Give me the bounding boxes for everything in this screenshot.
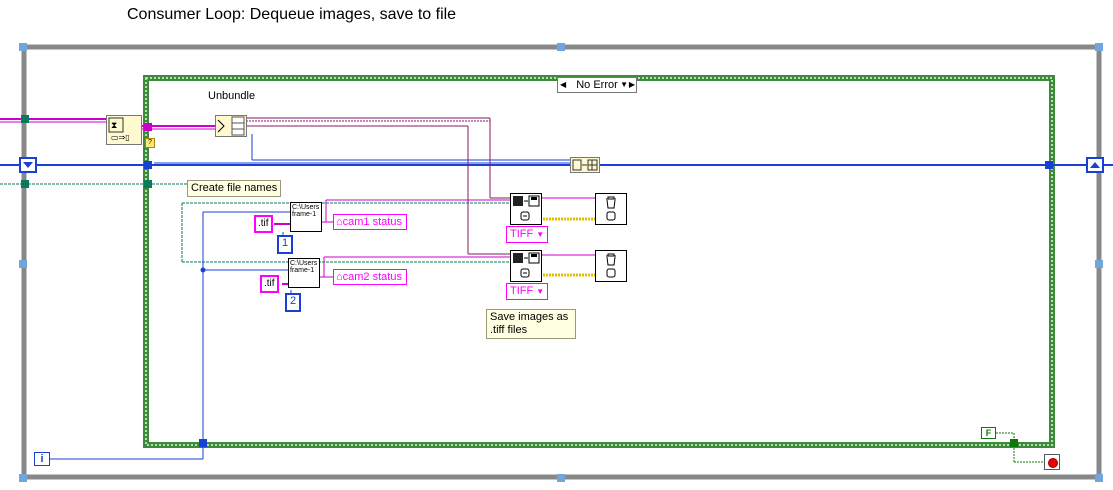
case-selector[interactable]: ◀ No Error ▼ ▶: [557, 77, 637, 93]
build-path-vi-2-text: C:\Users frame-1: [290, 260, 318, 274]
tunnel: [21, 115, 29, 123]
tunnel: [144, 161, 152, 169]
imaq-write-file-node-2[interactable]: [510, 250, 542, 282]
loop-corner-marker: [557, 474, 565, 482]
tunnel: [144, 180, 152, 188]
file-format-enum-1[interactable]: TIFF ▼: [506, 226, 549, 243]
loop-corner-marker: [557, 43, 565, 51]
number-constant-2[interactable]: 2: [285, 293, 301, 312]
loop-corner-marker: [1095, 43, 1103, 51]
while-loop-frame: [21, 44, 1102, 480]
dequeue-icon: ⧗ ▭⇒▯: [108, 117, 130, 142]
unbundle-label: Unbundle: [208, 90, 256, 102]
loop-corner-marker: [1095, 260, 1103, 268]
build-path-vi-1-text: C:\Users frame-1: [292, 204, 320, 218]
cam2-status-indicator[interactable]: ⌂cam2 status: [333, 269, 407, 285]
build-path-vi-2[interactable]: C:\Users frame-1: [288, 258, 320, 288]
tunnel: [1045, 161, 1053, 169]
loop-corner-marker: [1095, 474, 1103, 482]
loop-corner-marker: [19, 260, 27, 268]
save-images-note-line1: Save images as: [490, 311, 569, 323]
create-file-names-note: Create file names: [187, 180, 282, 197]
home-icon: ⌂: [336, 271, 343, 283]
dequeue-element-node[interactable]: ⧗ ▭⇒▯: [106, 115, 142, 145]
tif-constant-2[interactable]: .tif: [260, 275, 279, 293]
file-format-enum-2[interactable]: TIFF ▼: [506, 283, 549, 300]
cam1-status-label: cam1 status: [342, 216, 402, 228]
tunnel: [144, 123, 152, 131]
chevron-down-icon: ▼: [536, 287, 545, 296]
imaq-dispose-node-1[interactable]: [595, 193, 627, 225]
tunnel: [1010, 439, 1018, 447]
cam1-status-indicator[interactable]: ⌂cam1 status: [333, 214, 407, 230]
save-images-note-line2: .tiff files: [490, 324, 528, 336]
merge-errors-node[interactable]: [570, 157, 600, 173]
iteration-terminal[interactable]: i: [34, 452, 50, 466]
error-question-icon: ?: [145, 138, 155, 148]
loop-corner-marker: [19, 474, 27, 482]
tif-constant-1[interactable]: .tif: [254, 215, 273, 233]
svg-text:⧗: ⧗: [111, 121, 117, 131]
save-image-icon: [513, 252, 540, 278]
unbundle-icon: [217, 116, 245, 136]
loop-corner-marker: [19, 43, 27, 51]
loop-title: Consumer Loop: Dequeue images, save to f…: [127, 6, 457, 23]
case-selector-value: No Error: [576, 79, 618, 91]
case-dropdown-icon[interactable]: ▼: [620, 80, 628, 89]
false-constant[interactable]: F: [981, 427, 996, 439]
case-prev-icon[interactable]: ◀: [560, 80, 567, 89]
file-format-1-label: TIFF: [510, 228, 534, 240]
imaq-write-file-node-1[interactable]: [510, 193, 542, 225]
home-icon: ⌂: [336, 216, 343, 228]
chevron-down-icon: ▼: [536, 230, 545, 239]
save-image-icon: [513, 195, 540, 221]
stop-condition-terminal[interactable]: [1044, 454, 1060, 470]
case-next-icon[interactable]: ▶: [628, 80, 635, 89]
merge-errors-icon: [572, 159, 598, 171]
imaq-dispose-node-2[interactable]: [595, 250, 627, 282]
number-constant-1[interactable]: 1: [277, 235, 293, 254]
tunnel: [199, 439, 207, 447]
svg-text:▭⇒▯: ▭⇒▯: [111, 133, 130, 142]
cam2-status-label: cam2 status: [342, 271, 402, 283]
build-path-vi-1[interactable]: C:\Users frame-1: [290, 202, 322, 232]
tunnel: [21, 180, 29, 188]
unbundle-node[interactable]: [215, 115, 247, 137]
trash-icon: [606, 196, 616, 221]
file-format-2-label: TIFF: [510, 285, 534, 297]
save-images-note: Save images as .tiff files: [486, 309, 576, 339]
trash-icon: [606, 253, 616, 278]
